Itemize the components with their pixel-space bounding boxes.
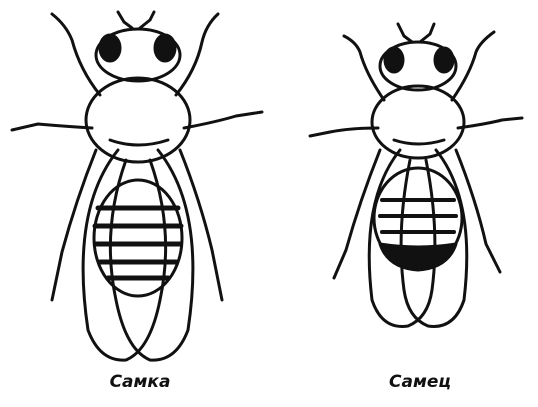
male-fly (310, 24, 522, 326)
female-eye-left (100, 35, 120, 61)
male-thorax (372, 86, 464, 158)
female-thorax (86, 78, 190, 162)
caption-male: Самец (389, 372, 451, 392)
caption-female: Самка (110, 372, 171, 392)
female-eye-right (155, 35, 175, 61)
male-eye-right (435, 48, 453, 72)
male-abdomen-tip (380, 244, 456, 270)
male-eye-left (385, 48, 403, 72)
female-fly (12, 12, 262, 360)
